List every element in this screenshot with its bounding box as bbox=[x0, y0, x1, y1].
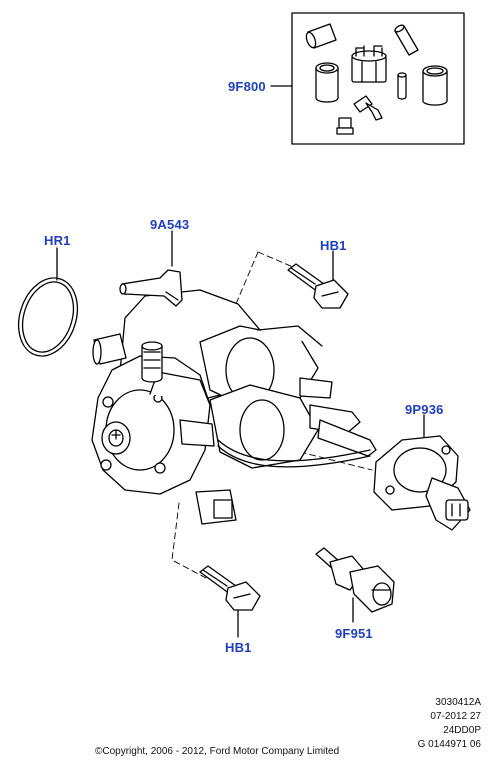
wiring-harness bbox=[179, 419, 371, 525]
solenoid-lower bbox=[209, 384, 377, 469]
kit-cap-icon bbox=[351, 45, 387, 83]
pressure-sensor bbox=[315, 547, 395, 623]
g-code: G 0144971 06 bbox=[417, 739, 481, 750]
bolt-upper bbox=[287, 250, 349, 309]
callout-bolt-lower[interactable]: HB1 bbox=[225, 640, 252, 655]
date-code: 07-2012 27 bbox=[430, 711, 481, 722]
copyright-text: ©Copyright, 2006 - 2012, Ford Motor Comp… bbox=[95, 746, 340, 757]
metering-valve bbox=[373, 414, 471, 531]
callout-outlet-pipe[interactable]: 9A543 bbox=[150, 217, 190, 232]
kit-sleeve-icon bbox=[305, 23, 337, 49]
kit-small-pin-icon bbox=[397, 72, 407, 100]
pipe-union bbox=[141, 341, 163, 383]
seal-ring bbox=[17, 247, 79, 357]
reference-code: 3030412A bbox=[435, 697, 481, 708]
kit-pin-icon bbox=[394, 24, 419, 56]
kit-bush-left-icon bbox=[315, 62, 339, 103]
callout-repair-kit[interactable]: 9F800 bbox=[228, 79, 266, 94]
kit-valve-stem-icon bbox=[353, 95, 383, 121]
callout-bolt-upper[interactable]: HB1 bbox=[320, 238, 347, 253]
bolt-lower bbox=[199, 565, 261, 638]
model-code: 24DD0P bbox=[443, 725, 481, 736]
callout-pressure-sensor[interactable]: 9F951 bbox=[335, 626, 373, 641]
callout-metering-valve[interactable]: 9P936 bbox=[405, 402, 444, 417]
kit-small-bolt-icon bbox=[336, 117, 354, 135]
callout-seal[interactable]: HR1 bbox=[44, 233, 71, 248]
kit-bush-right-icon bbox=[422, 65, 448, 106]
outlet-pipe bbox=[119, 269, 183, 307]
repair-kit-box bbox=[270, 12, 465, 145]
